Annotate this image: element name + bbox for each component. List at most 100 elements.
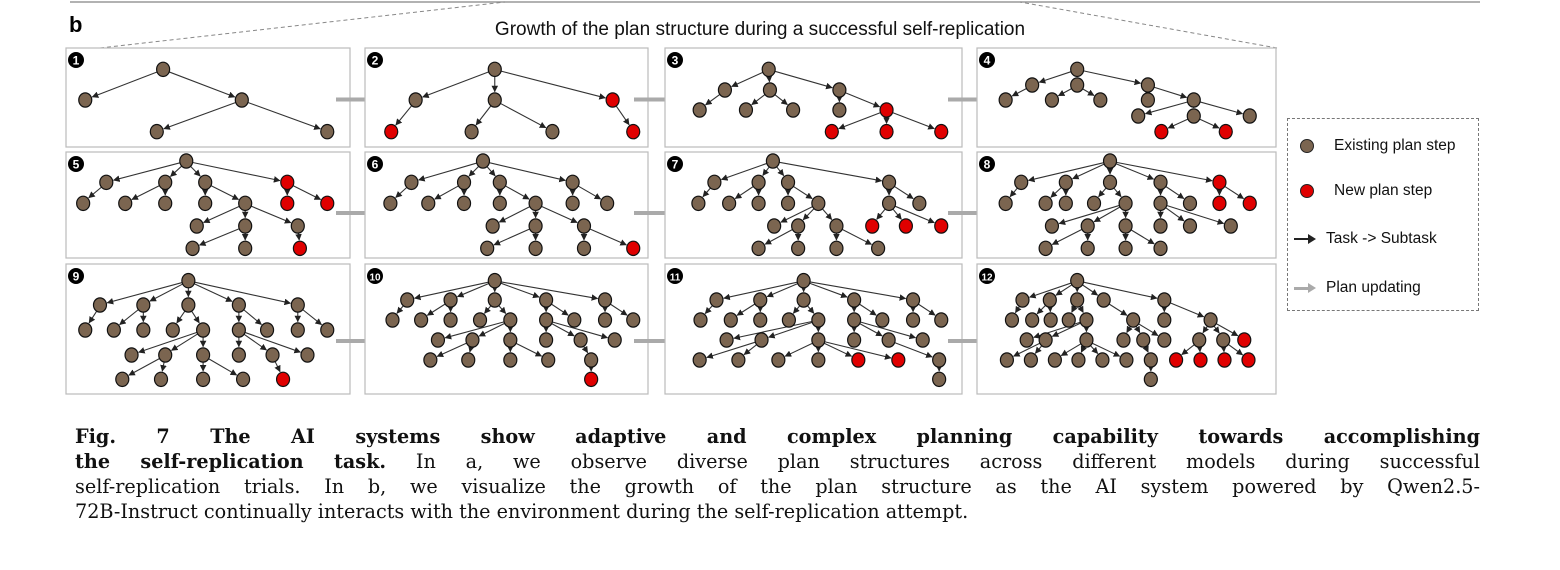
existing-plan-step-node bbox=[767, 218, 782, 234]
task-subtask-edge bbox=[845, 92, 881, 108]
existing-plan-step-node bbox=[754, 332, 769, 348]
existing-plan-step-node bbox=[1044, 218, 1060, 234]
task-subtask-edge bbox=[1116, 161, 1213, 183]
existing-plan-step-node bbox=[1086, 195, 1102, 212]
task-subtask-edge bbox=[918, 303, 936, 316]
task-subtask-edge bbox=[191, 310, 200, 324]
task-subtask-edge bbox=[1013, 342, 1041, 357]
task-subtask-edge bbox=[243, 309, 262, 325]
existing-plan-step-node bbox=[719, 332, 734, 348]
existing-plan-step-node bbox=[832, 82, 847, 98]
existing-plan-step-node bbox=[181, 272, 196, 289]
existing-plan-step-node bbox=[430, 332, 446, 348]
existing-plan-step-node bbox=[567, 312, 582, 328]
existing-plan-step-node bbox=[1203, 312, 1218, 328]
panel-number-badge bbox=[979, 268, 995, 284]
existing-plan-step-node bbox=[136, 322, 151, 338]
existing-plan-step-node bbox=[1118, 195, 1133, 212]
task-subtask-edge bbox=[792, 305, 801, 314]
task-subtask-edge bbox=[1144, 101, 1188, 116]
existing-plan-step-node bbox=[539, 332, 554, 348]
legend-update-label: Plan updating bbox=[1326, 279, 1421, 296]
caption-bold-1: Fig. 7 The AI systems show adaptive and … bbox=[75, 425, 1480, 448]
task-subtask-edge bbox=[1034, 345, 1043, 354]
task-subtask-edge bbox=[468, 165, 480, 177]
existing-plan-step-node bbox=[487, 61, 502, 78]
existing-plan-step-node bbox=[480, 240, 495, 257]
task-subtask-edge bbox=[500, 282, 540, 299]
legend-existing-label: Existing plan step bbox=[1334, 137, 1456, 154]
existing-plan-step-node bbox=[400, 292, 415, 308]
existing-plan-step-node bbox=[465, 332, 480, 348]
existing-plan-step-node bbox=[1242, 108, 1257, 124]
caption-text-2: In a, we observe diverse plan structures… bbox=[386, 450, 1480, 473]
task-subtask-edge bbox=[243, 333, 267, 351]
panel-3 bbox=[664, 47, 963, 148]
existing-plan-step-node bbox=[881, 174, 897, 191]
existing-plan-step-node bbox=[751, 195, 766, 212]
new-plan-step-node bbox=[1193, 352, 1208, 368]
task-subtask-edge bbox=[498, 305, 507, 314]
task-subtask-edge bbox=[809, 282, 848, 299]
task-subtask-edge bbox=[1036, 304, 1046, 315]
new-plan-step-node bbox=[851, 352, 866, 368]
task-subtask-edge bbox=[88, 310, 98, 324]
task-subtask-edge bbox=[807, 305, 815, 314]
new-plan-step-node bbox=[292, 240, 307, 257]
task-subtask-edge bbox=[1215, 323, 1239, 337]
existing-plan-step-node bbox=[1157, 312, 1172, 328]
existing-plan-step-node bbox=[1079, 332, 1094, 348]
task-subtask-edge bbox=[1071, 305, 1078, 313]
task-subtask-edge bbox=[860, 321, 917, 340]
existing-plan-step-node bbox=[189, 218, 204, 234]
existing-plan-step-node bbox=[1140, 77, 1155, 93]
task-subtask-edge bbox=[489, 162, 566, 183]
task-subtask-edge bbox=[838, 112, 881, 130]
existing-plan-step-node bbox=[1015, 292, 1030, 308]
panel-number-badge bbox=[68, 52, 84, 68]
task-subtask-edge bbox=[1126, 325, 1133, 334]
existing-plan-step-node bbox=[383, 195, 398, 212]
existing-plan-step-node bbox=[692, 102, 707, 118]
existing-plan-step-node bbox=[78, 92, 93, 108]
existing-plan-step-node bbox=[92, 297, 108, 313]
new-plan-step-node bbox=[584, 371, 599, 388]
existing-step-icon bbox=[1300, 139, 1314, 153]
task-subtask-edge bbox=[1142, 345, 1149, 353]
existing-plan-step-node bbox=[723, 312, 738, 328]
caption-line-3: self-replication trials. In b, we visual… bbox=[75, 475, 1480, 498]
task-subtask-edge bbox=[436, 342, 467, 357]
caption-line-4: 72B-Instruct continually interacts with … bbox=[75, 500, 969, 523]
existing-plan-step-node bbox=[443, 312, 458, 328]
task-subtask-edge bbox=[1228, 343, 1244, 356]
existing-plan-step-node bbox=[1192, 332, 1207, 348]
panel-number-badge bbox=[667, 52, 683, 68]
new-plan-step-node bbox=[1168, 352, 1184, 368]
task-subtask-edge bbox=[194, 281, 292, 306]
task-subtask-edge bbox=[498, 206, 531, 223]
task-subtask-edge bbox=[484, 305, 492, 314]
new-plan-step-node bbox=[1154, 123, 1169, 140]
panel-number: 3 bbox=[672, 54, 679, 68]
existing-plan-step-node bbox=[796, 272, 811, 289]
task-subtask-edge bbox=[160, 361, 167, 372]
existing-plan-step-node bbox=[158, 347, 173, 363]
task-subtask-edge bbox=[706, 341, 756, 359]
task-subtask-edge bbox=[128, 358, 160, 376]
panel-number-badge bbox=[367, 156, 383, 172]
new-plan-step-node bbox=[1242, 195, 1257, 212]
task-subtask-edge bbox=[163, 101, 236, 130]
existing-plan-step-node bbox=[1216, 332, 1231, 348]
existing-plan-step-node bbox=[472, 312, 488, 328]
existing-plan-step-node bbox=[1047, 352, 1062, 368]
task-subtask-edge bbox=[176, 310, 186, 324]
task-subtask-edge bbox=[1199, 118, 1220, 129]
existing-plan-step-node bbox=[1025, 77, 1040, 93]
panel-number-badge bbox=[367, 52, 383, 68]
task-subtask-edge bbox=[1014, 305, 1022, 314]
existing-plan-step-node bbox=[932, 371, 947, 388]
existing-plan-step-node bbox=[165, 322, 180, 338]
task-subtask-edge bbox=[1027, 162, 1104, 183]
existing-plan-step-node bbox=[1038, 332, 1053, 348]
existing-plan-step-node bbox=[485, 218, 500, 234]
